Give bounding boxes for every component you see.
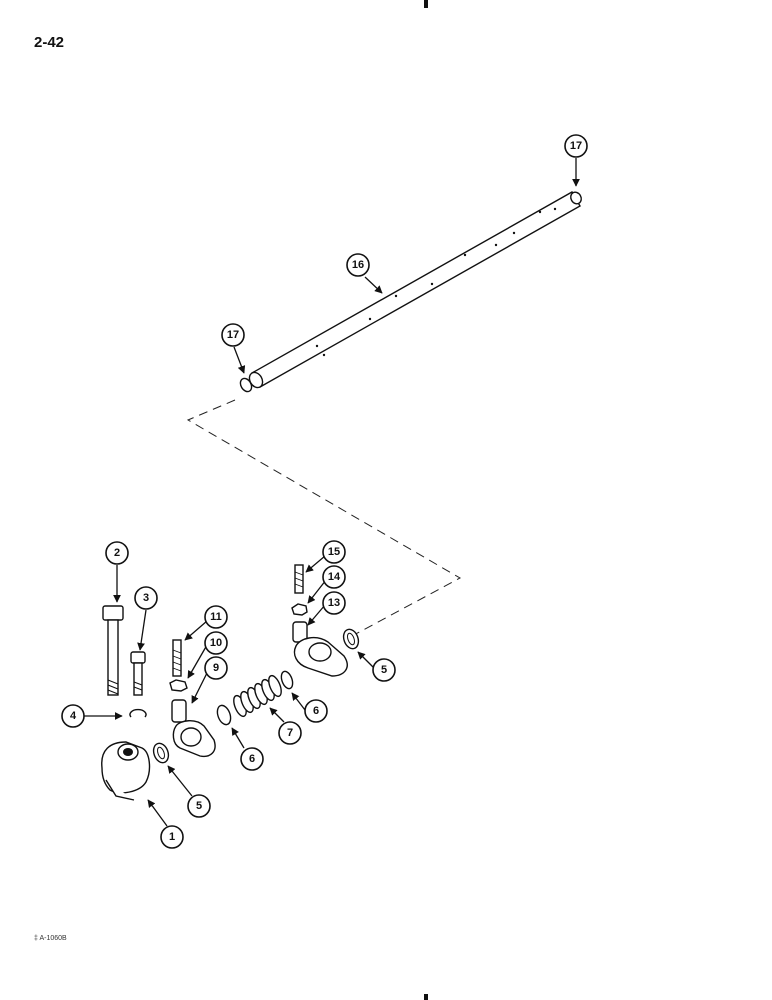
svg-text:16: 16 bbox=[352, 259, 364, 271]
svg-text:10: 10 bbox=[210, 637, 222, 649]
svg-text:6: 6 bbox=[313, 705, 319, 717]
callout-3: 3 bbox=[134, 586, 158, 610]
svg-text:17: 17 bbox=[570, 140, 582, 152]
leader-lines bbox=[84, 158, 580, 827]
adjusting-screw-left bbox=[172, 639, 182, 677]
bolt-short bbox=[130, 651, 146, 696]
page-mark-top bbox=[424, 0, 428, 8]
callout-15: 15 bbox=[322, 540, 346, 564]
rocker-arm-left bbox=[171, 699, 216, 758]
callout-4: 4 bbox=[61, 704, 85, 728]
shaft-support bbox=[101, 741, 151, 801]
svg-text:6: 6 bbox=[249, 753, 255, 765]
callout-17-left: 17 bbox=[221, 323, 245, 347]
assembly-line bbox=[186, 399, 462, 637]
callout-5-left: 5 bbox=[187, 794, 211, 818]
svg-text:4: 4 bbox=[70, 710, 77, 722]
adjusting-screw-right bbox=[294, 564, 304, 594]
callout-16: 16 bbox=[346, 253, 370, 277]
callout-6-left: 6 bbox=[240, 747, 264, 771]
callout-13: 13 bbox=[322, 591, 346, 615]
spacer-right bbox=[342, 628, 360, 650]
callout-6-right: 6 bbox=[304, 699, 328, 723]
svg-text:7: 7 bbox=[287, 727, 293, 739]
spacer-left bbox=[152, 742, 170, 764]
locknut-left bbox=[169, 679, 188, 692]
locknut-right bbox=[291, 603, 308, 616]
rocker-arm-right bbox=[292, 621, 348, 677]
svg-text:1: 1 bbox=[169, 831, 175, 843]
svg-text:13: 13 bbox=[328, 597, 340, 609]
page-number: 2-42 bbox=[34, 34, 65, 51]
callout-11: 11 bbox=[204, 605, 228, 629]
svg-text:5: 5 bbox=[381, 664, 387, 676]
svg-text:17: 17 bbox=[227, 329, 239, 341]
svg-text:5: 5 bbox=[196, 800, 202, 812]
svg-text:9: 9 bbox=[213, 662, 219, 674]
rocker-shaft bbox=[248, 191, 581, 389]
plug-left bbox=[239, 377, 253, 393]
svg-text:2: 2 bbox=[114, 547, 120, 559]
svg-text:3: 3 bbox=[143, 592, 149, 604]
callout-5-right: 5 bbox=[372, 658, 396, 682]
callout-17-right: 17 bbox=[564, 134, 588, 158]
bolt-long bbox=[102, 605, 124, 696]
washer-left bbox=[216, 704, 232, 726]
svg-text:14: 14 bbox=[328, 571, 341, 583]
page-mark-bottom bbox=[424, 994, 428, 1000]
washer-right bbox=[280, 670, 294, 690]
callout-7: 7 bbox=[278, 721, 302, 745]
spring bbox=[233, 674, 282, 718]
callout-10: 10 bbox=[204, 631, 228, 655]
svg-text:11: 11 bbox=[210, 611, 222, 623]
figure-code: ‡ A-1060B bbox=[34, 935, 67, 942]
callout-9: 9 bbox=[204, 656, 228, 680]
snap-ring bbox=[129, 708, 147, 718]
svg-text:15: 15 bbox=[328, 546, 340, 558]
callout-14: 14 bbox=[322, 565, 346, 589]
callout-2: 2 bbox=[105, 541, 129, 565]
callout-1: 1 bbox=[160, 825, 184, 849]
plug-right bbox=[570, 191, 582, 205]
